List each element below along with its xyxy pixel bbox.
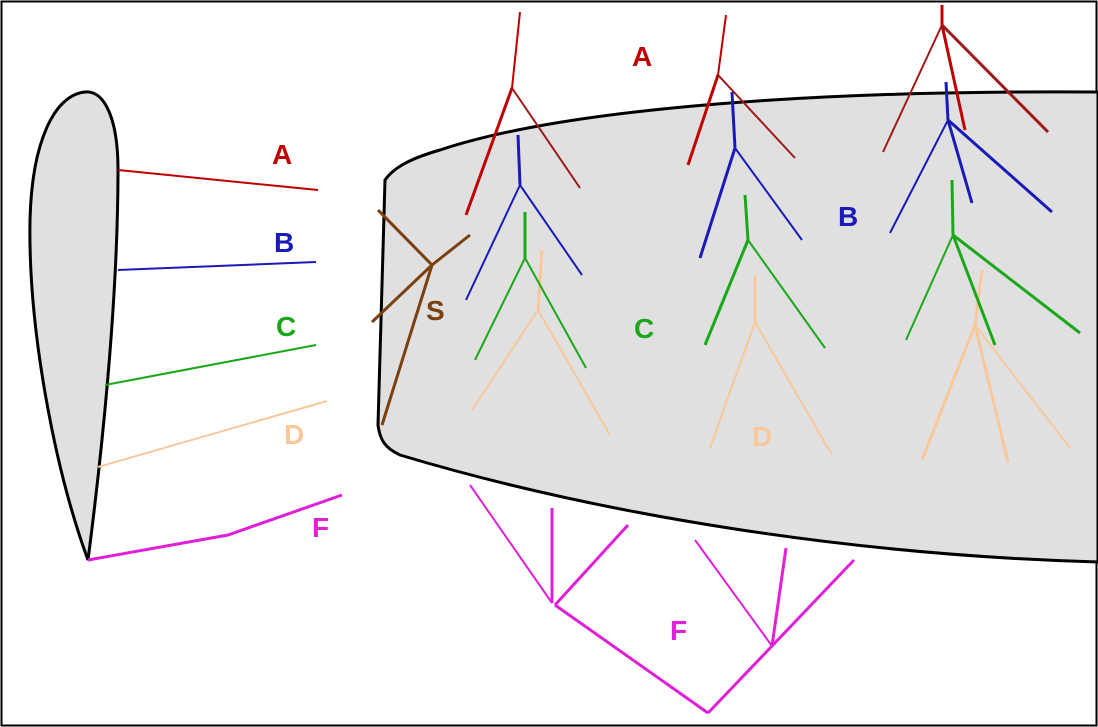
column-2 — [686, 14, 833, 456]
label-f: F — [670, 615, 687, 646]
label-c: C — [634, 313, 654, 344]
section-line-f — [87, 493, 343, 562]
section-line-c — [104, 344, 317, 386]
cross-section-outline — [28, 90, 120, 561]
label-b: B — [838, 201, 858, 232]
section-line-a — [117, 169, 319, 191]
left-label-d: D — [284, 419, 304, 450]
branch-f — [469, 484, 856, 715]
label-s: S — [426, 295, 445, 326]
left-label-f: F — [312, 512, 329, 543]
section-line-b — [117, 261, 317, 271]
left-label-c: C — [276, 311, 296, 342]
label-d: D — [752, 421, 772, 452]
left-label-b: B — [274, 227, 294, 258]
section-line-d — [97, 400, 328, 468]
label-a: A — [632, 41, 652, 72]
branch-s — [370, 208, 471, 426]
cross-section: A B C D F — [28, 90, 343, 562]
body-view: S F — [370, 5, 1098, 715]
body-outline — [376, 90, 1098, 564]
left-label-a: A — [272, 139, 292, 170]
column-3 — [882, 5, 1081, 463]
column-1 — [464, 11, 611, 436]
